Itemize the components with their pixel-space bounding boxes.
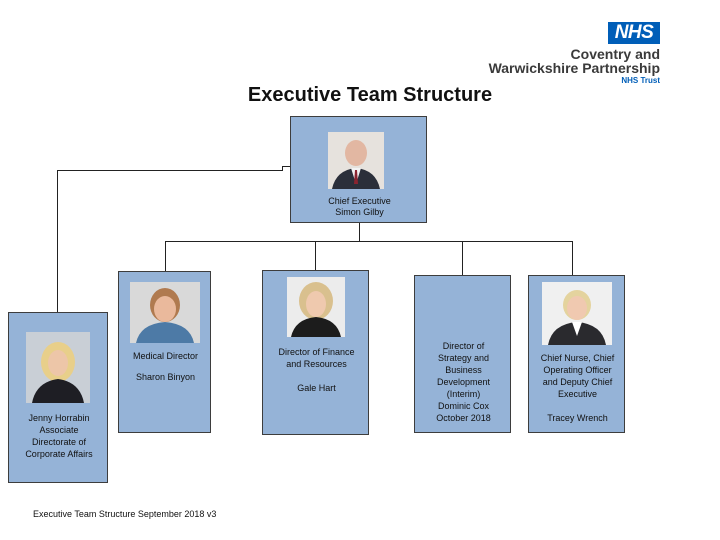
connector-line bbox=[165, 241, 166, 271]
finance-director-box: Director of Finance and Resources Gale H… bbox=[262, 270, 369, 435]
medical-director-box: Medical Director Sharon Binyon bbox=[118, 271, 211, 433]
strategy-director-line2: Strategy and bbox=[437, 353, 490, 363]
nhs-badge: NHS bbox=[608, 22, 660, 44]
chief-nurse-box: Chief Nurse, Chief Operating Officer and… bbox=[528, 275, 625, 433]
corporate-affairs-photo bbox=[26, 332, 90, 403]
medical-director-name: Sharon Binyon bbox=[135, 372, 196, 382]
strategy-director-line3: Business bbox=[445, 365, 482, 375]
chief-nurse-line4: Executive bbox=[557, 389, 598, 399]
footer-version: Executive Team Structure September 2018 … bbox=[33, 509, 217, 519]
strategy-director-name: Dominic Cox bbox=[437, 401, 489, 411]
chief-nurse-line2: Operating Officer bbox=[543, 365, 612, 375]
chief-executive-name: Simon Gilby bbox=[335, 207, 384, 217]
logo-trust: NHS Trust bbox=[621, 76, 660, 85]
finance-director-role-2: and Resources bbox=[286, 359, 347, 369]
connector-line bbox=[165, 241, 573, 242]
chief-nurse-photo bbox=[542, 282, 612, 345]
medical-director-role: Medical Director bbox=[132, 351, 199, 361]
connector-line bbox=[282, 166, 290, 167]
strategy-director-line4: Development bbox=[436, 377, 491, 387]
medical-director-photo bbox=[130, 282, 200, 343]
finance-director-name: Gale Hart bbox=[297, 383, 336, 393]
chief-executive-box: Chief Executive Simon Gilby bbox=[290, 116, 427, 223]
chief-nurse-name: Tracey Wrench bbox=[547, 413, 608, 423]
strategy-director-box: Director of Strategy and Business Develo… bbox=[414, 275, 511, 433]
corporate-affairs-line3: Directorate of bbox=[31, 437, 87, 447]
connector-line bbox=[282, 166, 283, 171]
connector-line bbox=[57, 170, 282, 171]
connector-line bbox=[572, 241, 573, 275]
connector-line bbox=[462, 241, 463, 275]
corporate-affairs-line2: Associate bbox=[39, 425, 79, 435]
chief-executive-photo bbox=[328, 132, 384, 189]
connector-line bbox=[315, 241, 316, 270]
corporate-affairs-line4: Corporate Affairs bbox=[25, 449, 93, 459]
chief-executive-role: Chief Executive bbox=[328, 196, 391, 206]
corporate-affairs-box: Jenny Horrabin Associate Directorate of … bbox=[8, 312, 108, 483]
chief-nurse-line1: Chief Nurse, Chief bbox=[540, 353, 615, 363]
logo-line-2: Warwickshire Partnership bbox=[488, 60, 660, 76]
finance-director-photo bbox=[287, 277, 345, 337]
chief-nurse-line3: and Deputy Chief bbox=[542, 377, 613, 387]
connector-line bbox=[359, 222, 360, 242]
corporate-affairs-name: Jenny Horrabin bbox=[28, 413, 90, 423]
finance-director-role-1: Director of Finance bbox=[278, 347, 355, 357]
strategy-director-line1: Director of bbox=[442, 341, 485, 351]
logo-line-1: Coventry and bbox=[570, 46, 660, 62]
nhs-logo: NHS Coventry and Warwickshire Partnershi… bbox=[488, 22, 660, 86]
connector-line bbox=[57, 170, 58, 312]
page-title: Executive Team Structure bbox=[247, 84, 493, 106]
strategy-director-date: October 2018 bbox=[436, 413, 491, 423]
strategy-director-line5: (Interim) bbox=[446, 389, 481, 399]
